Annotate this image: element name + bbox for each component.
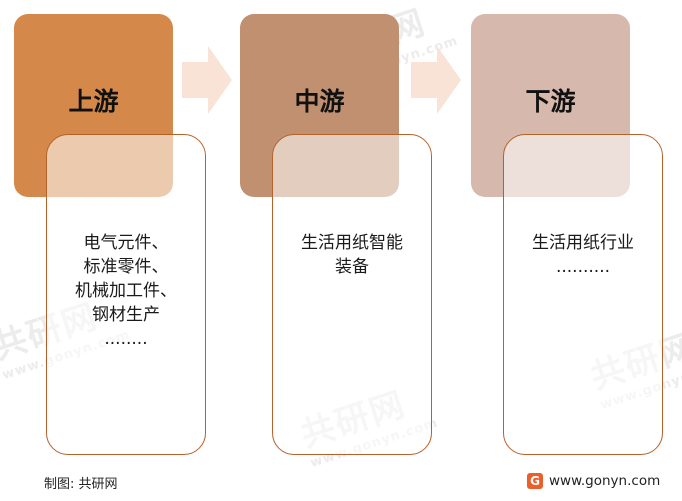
detail-list: 生活用纸智能装备	[273, 231, 431, 279]
source-credit: 制图: 共研网	[44, 477, 118, 492]
website-link[interactable]: G www.gonyn.com	[527, 472, 660, 490]
stage-title: 下游	[525, 87, 576, 116]
detail-item: 标准零件、	[83, 257, 169, 277]
detail-item: 电气元件、	[83, 233, 169, 253]
detail-item: ..........	[555, 257, 611, 277]
detail-box-downstream: 生活用纸行业..........	[503, 134, 663, 455]
flow-arrow-shape	[411, 46, 461, 114]
website-url: www.gonyn.com	[549, 473, 661, 489]
detail-list: 生活用纸行业..........	[504, 231, 662, 279]
detail-list: 电气元件、标准零件、机械加工件、钢材生产........	[47, 231, 205, 351]
detail-item: 钢材生产	[92, 305, 160, 325]
gonyn-logo-icon: G	[527, 473, 543, 489]
detail-item: 装备	[335, 257, 369, 277]
stage-title: 上游	[68, 87, 119, 116]
flow-arrow-1	[182, 46, 232, 114]
flow-arrow-shape	[182, 46, 232, 114]
detail-item: 生活用纸行业	[532, 233, 634, 253]
detail-box-midstream: 生活用纸智能装备	[272, 134, 432, 455]
detail-item: 机械加工件、	[75, 281, 177, 301]
detail-box-upstream: 电气元件、标准零件、机械加工件、钢材生产........	[46, 134, 206, 455]
flow-arrow-2	[411, 46, 461, 114]
detail-item: 生活用纸智能	[301, 233, 403, 253]
stage-title: 中游	[294, 87, 345, 116]
detail-item: ........	[104, 329, 148, 349]
